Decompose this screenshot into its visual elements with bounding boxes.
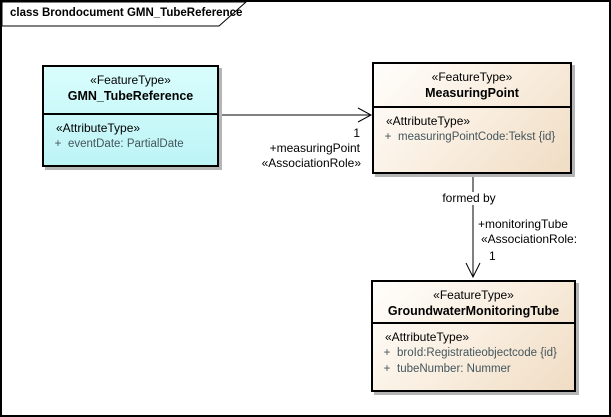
association-name-label: formed by: [439, 192, 499, 205]
attribute-visibility: +: [54, 138, 62, 150]
class-header: «FeatureType» GMN_TubeReference: [44, 67, 217, 115]
class-stereotype: «FeatureType»: [431, 70, 513, 84]
diagram-title: class Brondocument GMN_TubeReference: [10, 7, 243, 19]
attribute-row: + measuringPointCode:Tekst {id}: [378, 129, 566, 145]
attributes-compartment: «AttributeType» + broId:Registratieobjec…: [373, 324, 574, 377]
class-stereotype: «FeatureType»: [90, 73, 171, 87]
class-header: «FeatureType» MeasuringPoint: [374, 64, 570, 108]
open-arrowhead-right-icon: [357, 107, 373, 123]
multiplicity-label: 1: [353, 126, 360, 140]
role-label: +monitoringTube: [478, 217, 568, 231]
class-groundwater-monitoring-tube: «FeatureType» GroundwaterMonitoringTube …: [371, 280, 576, 392]
attribute-text: eventDate: PartialDate: [68, 138, 184, 150]
class-header: «FeatureType» GroundwaterMonitoringTube: [373, 282, 574, 324]
class-name: GMN_TubeReference: [67, 89, 194, 103]
association-role-stereotype-label: «AssociationRole:: [481, 232, 578, 246]
frame-tab-shape: [2, 2, 247, 27]
attribute-text: tubeNumber: Nummer: [397, 363, 511, 375]
multiplicity-label: 1: [489, 249, 496, 263]
class-measuring-point: «FeatureType» MeasuringPoint «AttributeT…: [372, 62, 572, 174]
attribute-visibility: +: [383, 363, 391, 375]
attribute-visibility: +: [384, 131, 392, 143]
attribute-text: broId:Registratieobjectcode {id}: [397, 347, 557, 359]
frame-title-tab: class Brondocument GMN_TubeReference: [2, 2, 252, 29]
attribute-row: + tubeNumber: Nummer: [377, 361, 570, 377]
attributes-compartment: «AttributeType» + eventDate: PartialDate: [44, 115, 217, 152]
attribute-visibility: +: [383, 347, 391, 359]
attributes-stereotype: «AttributeType»: [385, 330, 470, 344]
attributes-stereotype: «AttributeType»: [56, 121, 141, 135]
class-name: MeasuringPoint: [425, 86, 519, 100]
class-stereotype: «FeatureType»: [433, 288, 514, 302]
open-arrowhead-down-icon: [465, 262, 481, 279]
attribute-row: + broId:Registratieobjectcode {id}: [377, 345, 570, 361]
attribute-row: + eventDate: PartialDate: [48, 136, 213, 152]
attributes-compartment: «AttributeType» + measuringPointCode:Tek…: [374, 108, 570, 145]
attribute-text: measuringPointCode:Tekst {id}: [398, 131, 556, 143]
association-role-stereotype-label: «AssociationRole»: [261, 156, 361, 170]
class-gmn-tube-reference: «FeatureType» GMN_TubeReference «Attribu…: [42, 65, 219, 167]
class-name: GroundwaterMonitoringTube: [387, 304, 560, 318]
attributes-stereotype: «AttributeType»: [386, 114, 471, 128]
role-label: +measuringPoint: [269, 141, 360, 155]
